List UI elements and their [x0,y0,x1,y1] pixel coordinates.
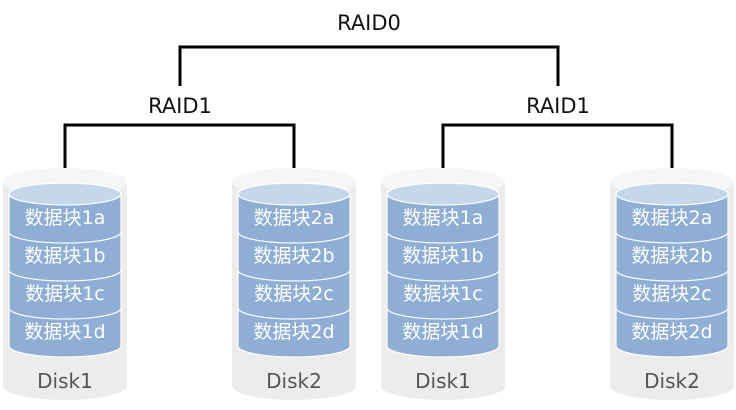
disk-label: Disk1 [37,369,93,393]
data-block-label: 数据块2b [253,245,334,267]
data-block-segment [237,269,351,320]
data-block-label: 数据块1b [402,245,483,267]
data-block-label: 数据块1c [403,283,483,305]
data-block-label: 数据块2d [631,321,712,343]
disk-top-cap [237,182,351,206]
data-block-segment [386,231,500,282]
data-block-label: 数据块2a [254,207,335,229]
raid0-connector [178,45,560,86]
raid1-label-right: RAID1 [526,94,590,118]
data-block-label: 数据块1b [24,245,105,267]
data-block-segment [386,307,500,358]
raid1-label-left: RAID1 [148,94,212,118]
data-block-segment [615,307,729,358]
data-block-segment [8,231,122,282]
raid1-connector-left [63,123,296,168]
data-block-label: 数据块2d [253,321,334,343]
data-block-label: 数据块1a [403,207,484,229]
disk-top-cap [615,182,729,206]
data-block-segment [386,269,500,320]
data-block-label: 数据块1d [402,321,483,343]
data-block-segment [615,269,729,320]
disk-label: Disk2 [644,369,700,393]
data-block-segment [615,231,729,282]
raid1-connector-right [441,123,674,168]
data-block-label: 数据块2b [631,245,712,267]
data-block-label: 数据块1d [24,321,105,343]
disk-label: Disk2 [266,369,322,393]
disk-top-cap [386,182,500,206]
data-block-segment [386,193,500,244]
data-block-segment [615,193,729,244]
data-block-label: 数据块2a [632,207,713,229]
data-block-label: 数据块1c [25,283,105,305]
data-block-segment [8,269,122,320]
data-block-label: 数据块2c [254,283,334,305]
data-block-segment [8,193,122,244]
data-block-segment [237,231,351,282]
data-block-segment [8,307,122,358]
data-block-segment [237,193,351,244]
data-block-segment [237,307,351,358]
raid0-label: RAID0 [337,11,401,35]
disk-label: Disk1 [415,369,471,393]
data-block-label: 数据块1a [25,207,106,229]
disk-top-cap [8,182,122,206]
data-block-label: 数据块2c [632,283,712,305]
